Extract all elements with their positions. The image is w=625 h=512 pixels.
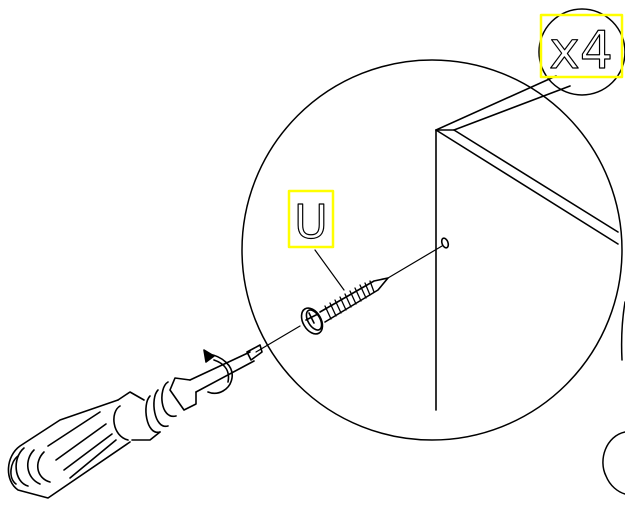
quantity-circle xyxy=(538,8,625,96)
part-label: U xyxy=(294,195,328,249)
part-label-leader xyxy=(314,249,345,291)
quantity-highlight xyxy=(539,13,624,79)
alignment-line-hole xyxy=(387,245,443,279)
detail-zoom-circle xyxy=(241,59,623,441)
quantity-label: x4 xyxy=(549,21,613,81)
screw xyxy=(300,277,389,335)
cabinet-panel xyxy=(435,75,619,411)
partial-arc-right xyxy=(620,301,625,361)
part-label-highlight xyxy=(287,189,335,249)
pilot-hole xyxy=(440,237,450,249)
screwdriver xyxy=(7,344,263,499)
alignment-line-driver xyxy=(255,325,301,353)
partial-detail-circle xyxy=(602,431,625,495)
rotation-arrow-icon xyxy=(203,349,233,394)
